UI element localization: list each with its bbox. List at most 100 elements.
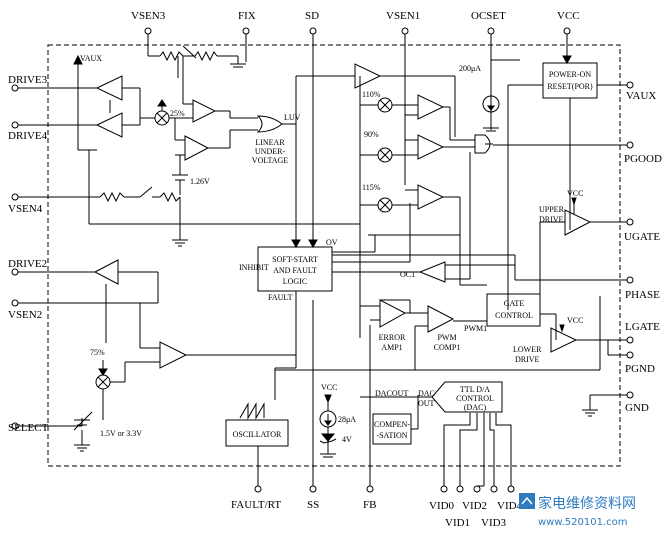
pin-drive2[interactable]: DRIVE2 [8, 258, 95, 276]
svg-text:VAUX: VAUX [626, 90, 656, 102]
pin-vaux[interactable]: VAUX [597, 81, 656, 102]
vsen2-comparator [159, 341, 188, 369]
pin-vid0[interactable]: VID0 [429, 413, 471, 512]
pin-vsen3[interactable]: VSEN3 [131, 10, 166, 56]
svg-text:VID0: VID0 [429, 500, 455, 512]
svg-text:VAUX: VAUX [80, 54, 102, 63]
pin-drive4[interactable]: DRIVE4 [8, 121, 97, 142]
upper-drive [564, 209, 592, 236]
svg-text:LUV: LUV [284, 113, 301, 122]
svg-text:PWM1: PWM1 [464, 324, 487, 333]
vsen1-buffer [354, 63, 382, 89]
svg-text:AMP1: AMP1 [381, 343, 402, 352]
drive2-amp [93, 259, 119, 285]
comp-4 [184, 135, 210, 161]
pin-vsen2[interactable]: VSEN2 [8, 299, 158, 321]
svg-text:DRIVE3: DRIVE3 [8, 74, 48, 86]
svg-text:OSCILLATOR: OSCILLATOR [233, 430, 282, 439]
gate-control-block [486, 293, 541, 327]
pin-phase[interactable]: PHASE [515, 276, 660, 301]
pin-fb[interactable]: FB [363, 325, 376, 511]
svg-text:DRIVE4: DRIVE4 [8, 130, 48, 142]
svg-text:www.520101.com: www.520101.com [538, 517, 628, 528]
pin-sd[interactable]: SD [305, 10, 319, 249]
comp-3 [192, 99, 217, 123]
svg-text:FB: FB [363, 499, 376, 511]
svg-text:LINEAR: LINEAR [255, 138, 285, 147]
pin-vsen1[interactable]: VSEN1 [386, 10, 420, 185]
pin-fault-rt[interactable]: FAULT/RT [231, 446, 281, 511]
pin-vcc-top[interactable]: VCC [557, 10, 580, 65]
svg-text:COMPEN-: COMPEN- [374, 420, 410, 429]
multiplier-115: 115% [360, 183, 418, 213]
pin-vid4[interactable]: VID4 [495, 413, 523, 512]
pin-ugate[interactable]: UGATE [590, 218, 660, 243]
svg-text:VCC: VCC [567, 189, 583, 198]
oc1-comparator [418, 261, 446, 283]
svg-text:90%: 90% [364, 130, 379, 139]
svg-text:1.5V or 3.3V: 1.5V or 3.3V [100, 429, 142, 438]
svg-text:PGOOD: PGOOD [624, 153, 662, 165]
svg-text:DRIVE: DRIVE [539, 215, 564, 224]
svg-text:UNDER-: UNDER- [255, 147, 286, 156]
svg-text:VSEN1: VSEN1 [386, 10, 420, 22]
svg-text:200μA: 200μA [459, 64, 481, 73]
svg-text:VSEN3: VSEN3 [131, 10, 166, 22]
svg-text:FAULT: FAULT [268, 293, 293, 302]
lower-drive [550, 327, 578, 353]
svg-text:GND: GND [625, 402, 649, 414]
svg-text:PGND: PGND [625, 363, 655, 375]
svg-text:VID4: VID4 [497, 500, 523, 512]
svg-text:VOLTAGE: VOLTAGE [252, 156, 289, 165]
pin-vsen4[interactable]: VSEN4 [8, 193, 100, 215]
pin-fix[interactable]: FIX [238, 10, 256, 56]
multiplier-25: 25% [140, 99, 185, 126]
svg-text:RESET(POR): RESET(POR) [547, 82, 593, 91]
svg-text:PWM: PWM [437, 333, 456, 342]
pin-vid1[interactable]: VID1 [445, 413, 478, 529]
svg-text:UGATE: UGATE [624, 231, 660, 243]
pgood-and-gate [474, 134, 491, 154]
por-block [542, 62, 598, 99]
pin-vid2[interactable]: VID2 [462, 413, 487, 512]
svg-text:PHASE: PHASE [625, 289, 660, 301]
svg-text:28μA: 28μA [338, 415, 356, 424]
pin-drive3[interactable]: DRIVE3 [8, 74, 97, 92]
svg-text:VID2: VID2 [462, 500, 487, 512]
svg-text:家电维修资料网: 家电维修资料网 [538, 495, 636, 512]
pin-pgood[interactable]: PGOOD [493, 141, 662, 165]
svg-text:OC1: OC1 [400, 270, 415, 279]
error-amp [379, 299, 407, 328]
svg-text:1.26V: 1.26V [190, 177, 210, 186]
oscillator-block [225, 419, 289, 447]
pin-lgate[interactable]: LGATE [576, 321, 660, 344]
svg-text:OV: OV [326, 238, 338, 247]
pin-pgnd[interactable]: PGND [608, 351, 655, 375]
svg-text:OUT: OUT [418, 399, 435, 408]
svg-text:LOGIC: LOGIC [283, 277, 307, 286]
pwm-comparator [427, 305, 455, 333]
drive4-amp [95, 112, 123, 138]
multiplier-110: 110% [360, 90, 418, 113]
svg-text:SOFT-START: SOFT-START [272, 255, 318, 264]
multiplier-90: 90% [360, 130, 418, 163]
svg-text:115%: 115% [362, 183, 381, 192]
pin-gnd[interactable]: GND [582, 391, 649, 417]
svg-text:VID1: VID1 [445, 517, 470, 529]
svg-text:25%: 25% [170, 109, 185, 118]
pin-ss[interactable]: SS [307, 300, 319, 511]
svg-text:SS: SS [307, 499, 319, 511]
current-source-200ua: 200μA [459, 59, 520, 132]
svg-text:LOWER: LOWER [513, 345, 542, 354]
dac-block [431, 381, 503, 413]
pin-select[interactable]: SELECT [8, 422, 82, 434]
svg-text:-SATION: -SATION [376, 431, 407, 440]
svg-text:AND FAULT: AND FAULT [273, 266, 317, 275]
svg-text:SELECT: SELECT [8, 422, 49, 434]
svg-text:75%: 75% [90, 348, 105, 357]
sawtooth-icon [239, 402, 265, 420]
svg-text:CONTROL: CONTROL [456, 394, 494, 403]
pin-vid3[interactable]: VID3 [481, 413, 507, 529]
comp-ov-115 [417, 184, 445, 210]
